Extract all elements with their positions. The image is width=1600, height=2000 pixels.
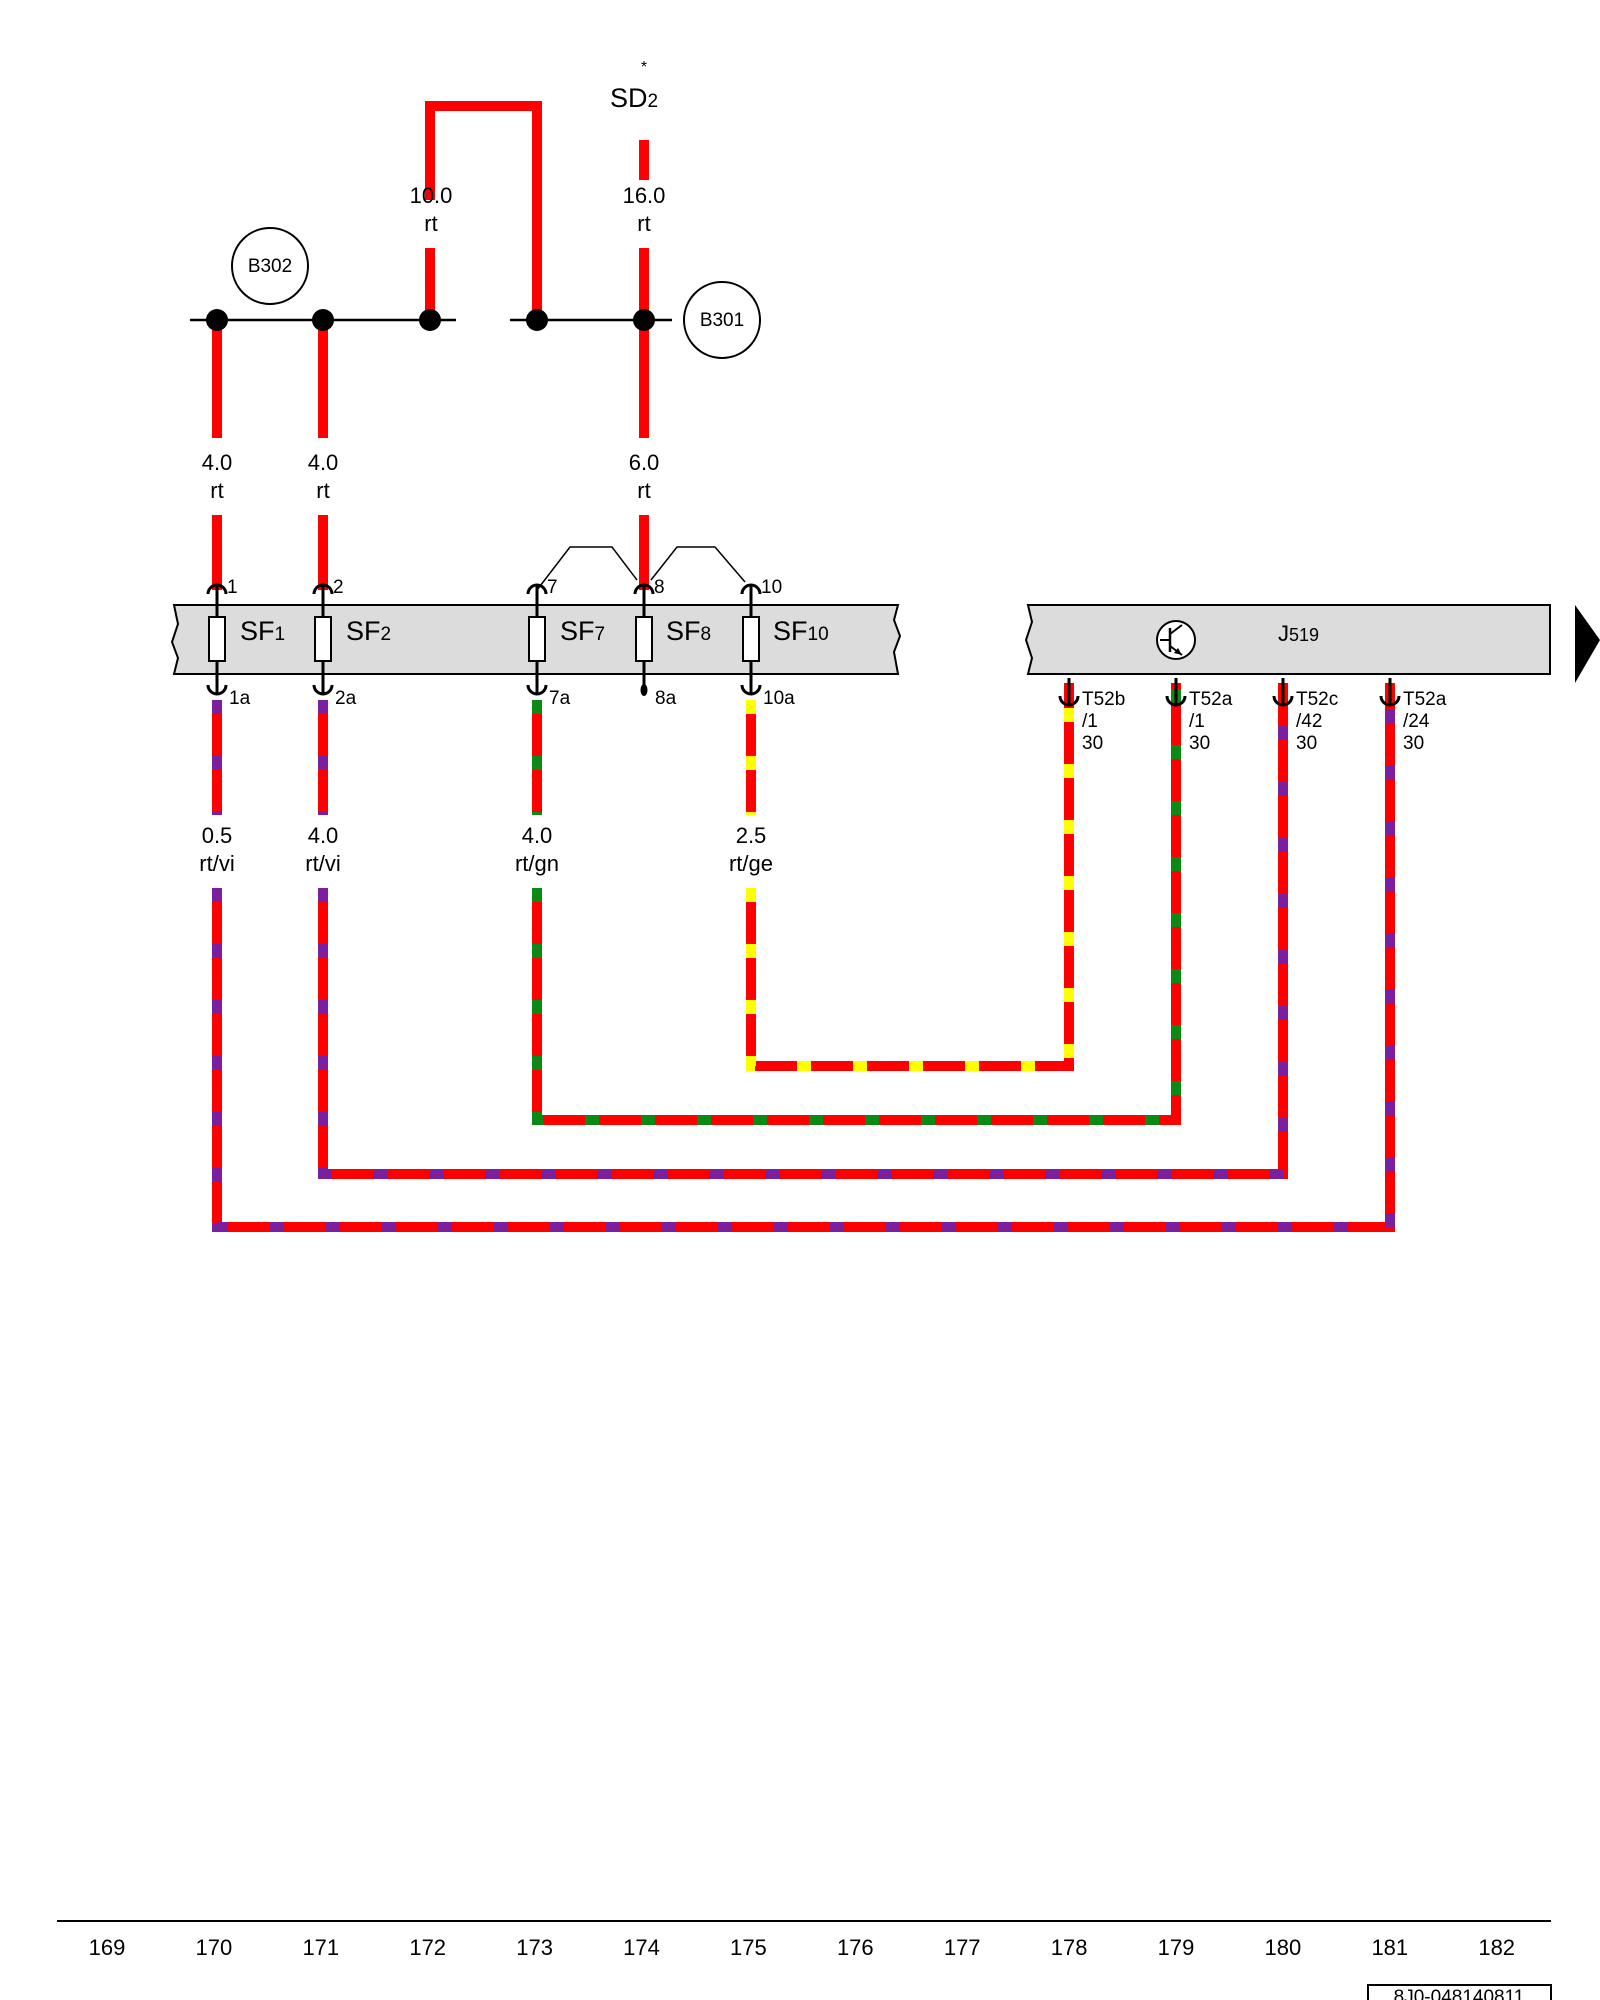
connector-label: 30	[1403, 733, 1424, 754]
j519-label: J519	[1278, 621, 1319, 646]
footer-column-number: 175	[730, 1935, 767, 1960]
wire-label-color: rt	[637, 478, 650, 503]
connector-label: T52b	[1082, 689, 1125, 710]
wire-label-color: rt	[637, 211, 650, 236]
wire-label-size: 4.0	[308, 450, 339, 475]
fuse-sf8: SF8 8 8a	[633, 577, 711, 709]
bus-bars	[190, 309, 672, 331]
fuse-sf2: SF2 2 2a	[312, 577, 391, 709]
junction-dot	[312, 309, 334, 331]
junction-dot	[419, 309, 441, 331]
footer-column-number: 176	[837, 1935, 874, 1960]
pin-label: 8a	[655, 688, 677, 709]
connector-label: /1	[1082, 711, 1098, 732]
wire-label-color: rt/vi	[305, 851, 340, 876]
connector-label: T52a	[1189, 689, 1233, 710]
connector-label: /42	[1296, 711, 1322, 732]
footer-column-number: 170	[196, 1935, 233, 1960]
footer-column-number: 171	[302, 1935, 339, 1960]
footer-column-number: 181	[1371, 1935, 1408, 1960]
wire-label-size: 16.0	[623, 183, 666, 208]
wire-label-size: 0.5	[202, 823, 233, 848]
wire-sf1-output	[212, 683, 1395, 1232]
footer-column-number: 169	[89, 1935, 126, 1960]
sd2-label: SD2	[610, 83, 658, 113]
terminal-b301-label: B301	[700, 310, 744, 331]
connector-label: 30	[1189, 733, 1210, 754]
wire-label-size: 10.0	[410, 183, 453, 208]
footer-column-number: 173	[516, 1935, 553, 1960]
control-unit-j519	[1024, 604, 1551, 675]
terminal-b301: B301	[683, 281, 761, 359]
footer-column-number: 182	[1478, 1935, 1515, 1960]
fuse-sf10: SF10 10 10a	[740, 577, 829, 709]
fuse-sf7-label: SF7	[560, 616, 605, 646]
connector-label: /1	[1189, 711, 1205, 732]
wire-label-color: rt/vi	[199, 851, 234, 876]
footer-column-number: 180	[1265, 1935, 1302, 1960]
pin-label: 2	[333, 577, 344, 598]
wire-label-color: rt/gn	[515, 851, 559, 876]
fuse-sf1-label: SF1	[240, 616, 285, 646]
junction-dot	[633, 309, 655, 331]
wire-label-size: 6.0	[629, 450, 660, 475]
connector-t52a-1: T52a /1 30	[1165, 678, 1233, 754]
terminal-b302-label: B302	[248, 256, 292, 277]
fuse-sf7: SF7 7 7a	[526, 577, 605, 709]
wire-label-size: 4.0	[522, 823, 553, 848]
reference-box: 8J0-048140811	[1367, 1984, 1552, 2000]
footer-column-number: 174	[623, 1935, 660, 1960]
footer-column-number: 178	[1051, 1935, 1088, 1960]
fuse-link-7-8	[536, 546, 638, 591]
connector-label: 30	[1082, 733, 1103, 754]
transistor-icon	[1156, 620, 1196, 660]
pin-label: 7a	[549, 688, 571, 709]
junction-dot	[206, 309, 228, 331]
connector-label: /24	[1403, 711, 1430, 732]
pin-label: 1a	[229, 688, 251, 709]
wire-label-color: rt	[210, 478, 223, 503]
wire-label-size: 4.0	[202, 450, 233, 475]
footer-columns: 169 170 171 172 173 174 175 176 177 178 179 180 181 1…	[89, 1935, 1515, 1960]
pin-label: 10a	[763, 688, 795, 709]
terminal-b302: B302	[231, 227, 309, 305]
connector-label: 30	[1296, 733, 1317, 754]
fuse-sf2-label: SF2	[346, 616, 391, 646]
output-wires	[212, 683, 1395, 1232]
upper-wire-labels: 10.0 rt 16.0 rt 4.0 rt 4.0 rt 6.0 rt	[202, 183, 666, 503]
continuation-arrow-icon	[1575, 605, 1600, 683]
wire-sf7-output	[532, 683, 1181, 1125]
reference-number: 8J0-048140811	[1394, 1987, 1525, 2000]
wire-sf2-output	[318, 683, 1288, 1179]
pin-label: 1	[227, 577, 238, 598]
fuse-sf8-label: SF8	[666, 616, 711, 646]
pin-label: 7	[547, 577, 558, 598]
connector-t52a-24: T52a /24 30	[1379, 678, 1447, 754]
wire-label-size: 2.5	[736, 823, 767, 848]
fuse-sf10-label: SF10	[773, 616, 829, 646]
pin-label: 2a	[335, 688, 357, 709]
connector-label: T52a	[1403, 689, 1447, 710]
feed-wires	[212, 101, 649, 590]
wire-sf10-output	[746, 683, 1074, 1071]
wire-label-color: rt	[316, 478, 329, 503]
fuse-sf1: SF1 1 1a	[206, 577, 285, 709]
wire-label-color: rt/ge	[729, 851, 773, 876]
footer-column-number: 177	[944, 1935, 981, 1960]
connector-t52b-1: T52b /1 30	[1058, 678, 1125, 754]
connector-label: T52c	[1296, 689, 1338, 710]
wire-bridge	[425, 101, 542, 320]
pin-label: 8	[654, 577, 665, 598]
pin-label: 10	[761, 577, 782, 598]
lower-wire-labels: 0.5 rt/vi 4.0 rt/vi 4.0 rt/gn 2.5 rt/ge	[199, 823, 773, 876]
footer-column-number: 172	[409, 1935, 446, 1960]
junction-dot	[526, 309, 548, 331]
fuse-link-8-10	[650, 546, 746, 583]
sd2-asterisk: *	[641, 59, 647, 76]
connector-t52c-42: T52c /42 30	[1272, 678, 1338, 754]
wire-label-size: 4.0	[308, 823, 339, 848]
wire-label-color: rt	[424, 211, 437, 236]
footer-column-number: 179	[1158, 1935, 1195, 1960]
